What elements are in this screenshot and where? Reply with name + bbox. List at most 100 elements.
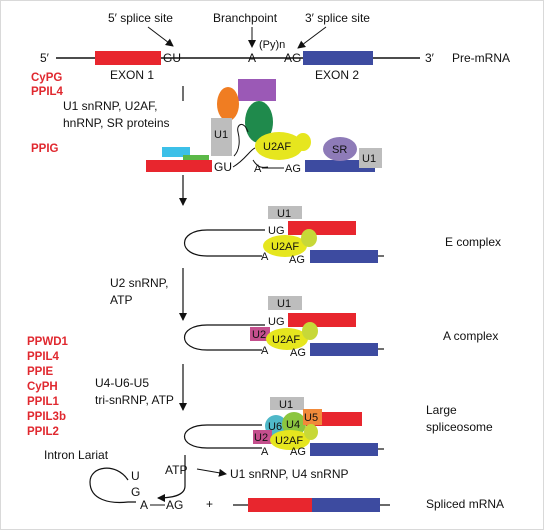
release-arrow bbox=[196, 468, 227, 477]
step2-text-line2: ATP bbox=[110, 293, 132, 307]
a-u2-box bbox=[250, 327, 270, 341]
branch-a-label: A bbox=[248, 51, 256, 65]
a-u1-box bbox=[268, 296, 302, 310]
spliced-mrna-label: Spliced mRNA bbox=[426, 497, 504, 511]
exon1-label: EXON 1 bbox=[110, 68, 154, 82]
factor-ppie: PPIE bbox=[27, 366, 54, 378]
u1-second-label: U1 bbox=[362, 153, 376, 165]
l-u2af-large bbox=[270, 430, 310, 450]
branchpoint-label: Branchpoint bbox=[213, 11, 278, 25]
step4-release: U1 snRNP, U4 snRNP bbox=[230, 467, 349, 481]
step1-text-line2: hnRNP, SR proteins bbox=[63, 116, 170, 130]
e-u1-box bbox=[268, 206, 302, 219]
e-u1-label: U1 bbox=[277, 208, 291, 220]
e-u2af-label: U2AF bbox=[271, 241, 299, 253]
a-exon1 bbox=[288, 313, 356, 327]
complex1-exon2 bbox=[305, 160, 375, 172]
a-complex-label: A complex bbox=[443, 329, 498, 343]
spliceosome-label-line1: Large bbox=[426, 403, 457, 417]
l-a-label: A bbox=[261, 446, 269, 458]
step3-text-line2: tri-snRNP, ATP bbox=[95, 393, 174, 407]
e-intron-loop bbox=[183, 229, 265, 257]
l-u2af-small bbox=[304, 424, 318, 440]
exon2-bar bbox=[303, 51, 373, 65]
l-intron-loop bbox=[183, 424, 262, 449]
polypyrimidine-label: (Py)n bbox=[259, 39, 285, 51]
lariat-a: A bbox=[140, 498, 148, 512]
a-intron-loop bbox=[183, 324, 265, 351]
a-exon2 bbox=[310, 343, 378, 356]
step3-text-line1: U4-U6-U5 bbox=[95, 376, 149, 390]
spliced-exon1 bbox=[248, 498, 312, 512]
three-prime-pointer bbox=[297, 26, 327, 49]
complex1-intron-b bbox=[252, 159, 269, 168]
e-a-label: A bbox=[261, 251, 269, 263]
premrna-label: Pre-mRNA bbox=[452, 51, 510, 65]
a-a-label: A bbox=[261, 345, 269, 357]
a-u1-label: U1 bbox=[277, 298, 291, 310]
e-ug-label: UG bbox=[268, 225, 285, 237]
sr-protein bbox=[323, 137, 357, 161]
gu-label: GU bbox=[163, 51, 181, 65]
complex1-a: A bbox=[254, 163, 262, 175]
plus-sign: + bbox=[206, 497, 213, 511]
spliced-exon2 bbox=[312, 498, 380, 512]
a-u2af-label: U2AF bbox=[272, 334, 300, 346]
l-u2-box bbox=[253, 430, 272, 444]
complex1-u2af: U2AF bbox=[263, 141, 291, 153]
step4-arrow-to-lariat bbox=[157, 485, 186, 502]
l-ag-label: AG bbox=[290, 446, 306, 458]
factor-ppil4: PPIL4 bbox=[31, 86, 64, 98]
step1-text-line1: U1 snRNP, U2AF, bbox=[63, 99, 157, 113]
e-u2af-small bbox=[301, 229, 317, 247]
factor-ppil1: PPIL1 bbox=[27, 396, 60, 408]
factor-cypg: CyPG bbox=[31, 72, 62, 84]
l-exon2 bbox=[310, 443, 378, 456]
l-u1-box bbox=[270, 397, 304, 410]
factor-ppil3b: PPIL3b bbox=[27, 411, 66, 423]
l-u5-box bbox=[303, 409, 322, 425]
u1-second-box bbox=[359, 148, 382, 168]
factor-ppwd1: PPWD1 bbox=[27, 336, 69, 348]
factor-ppil4-b: PPIL4 bbox=[27, 351, 60, 363]
exon1-bar bbox=[95, 51, 161, 65]
factor-ppil2: PPIL2 bbox=[27, 426, 59, 438]
cyan-factor bbox=[162, 147, 190, 157]
factor-cyph: CyPH bbox=[27, 381, 58, 393]
five-prime-end: 5′ bbox=[40, 51, 50, 65]
exon2-label: EXON 2 bbox=[315, 68, 359, 82]
intron-lariat-label: Intron Lariat bbox=[44, 448, 109, 462]
three-prime-end: 3′ bbox=[425, 51, 435, 65]
green-factor bbox=[245, 101, 273, 143]
u1-label: U1 bbox=[214, 129, 228, 141]
l-u4-blob bbox=[282, 412, 306, 436]
complex1-intron-a bbox=[232, 147, 256, 168]
u2af-small bbox=[295, 133, 311, 151]
step4-atp: ATP bbox=[165, 463, 187, 477]
e-exon2 bbox=[310, 250, 378, 263]
u2af-large bbox=[255, 132, 303, 160]
l-u1-label: U1 bbox=[279, 399, 293, 411]
lariat-loop bbox=[89, 467, 136, 504]
u1-tether bbox=[233, 124, 249, 157]
sr-label: SR bbox=[332, 144, 347, 156]
lariat-g: G bbox=[131, 485, 140, 499]
a-u2-label: U2 bbox=[252, 329, 266, 341]
e-complex-label: E complex bbox=[445, 235, 501, 249]
factor-ppig: PPIG bbox=[31, 143, 59, 155]
three-prime-splice-site-label: 3′ splice site bbox=[305, 11, 370, 25]
a-ug-label: UG bbox=[268, 316, 285, 328]
orange-factor bbox=[217, 87, 239, 121]
l-u5-label: U5 bbox=[304, 412, 318, 424]
a-u2af-large bbox=[266, 328, 308, 350]
u1-snrnp-box bbox=[211, 118, 232, 156]
e-ag-label: AG bbox=[289, 254, 305, 266]
l-u4-label: U4 bbox=[286, 419, 300, 431]
complex1-ag: AG bbox=[285, 163, 301, 175]
five-prime-pointer bbox=[147, 26, 174, 47]
a-u2af-small bbox=[302, 322, 318, 340]
e-exon1 bbox=[288, 221, 356, 235]
complex1-gu: GU bbox=[214, 160, 232, 174]
a-ag-label: AG bbox=[290, 347, 306, 359]
